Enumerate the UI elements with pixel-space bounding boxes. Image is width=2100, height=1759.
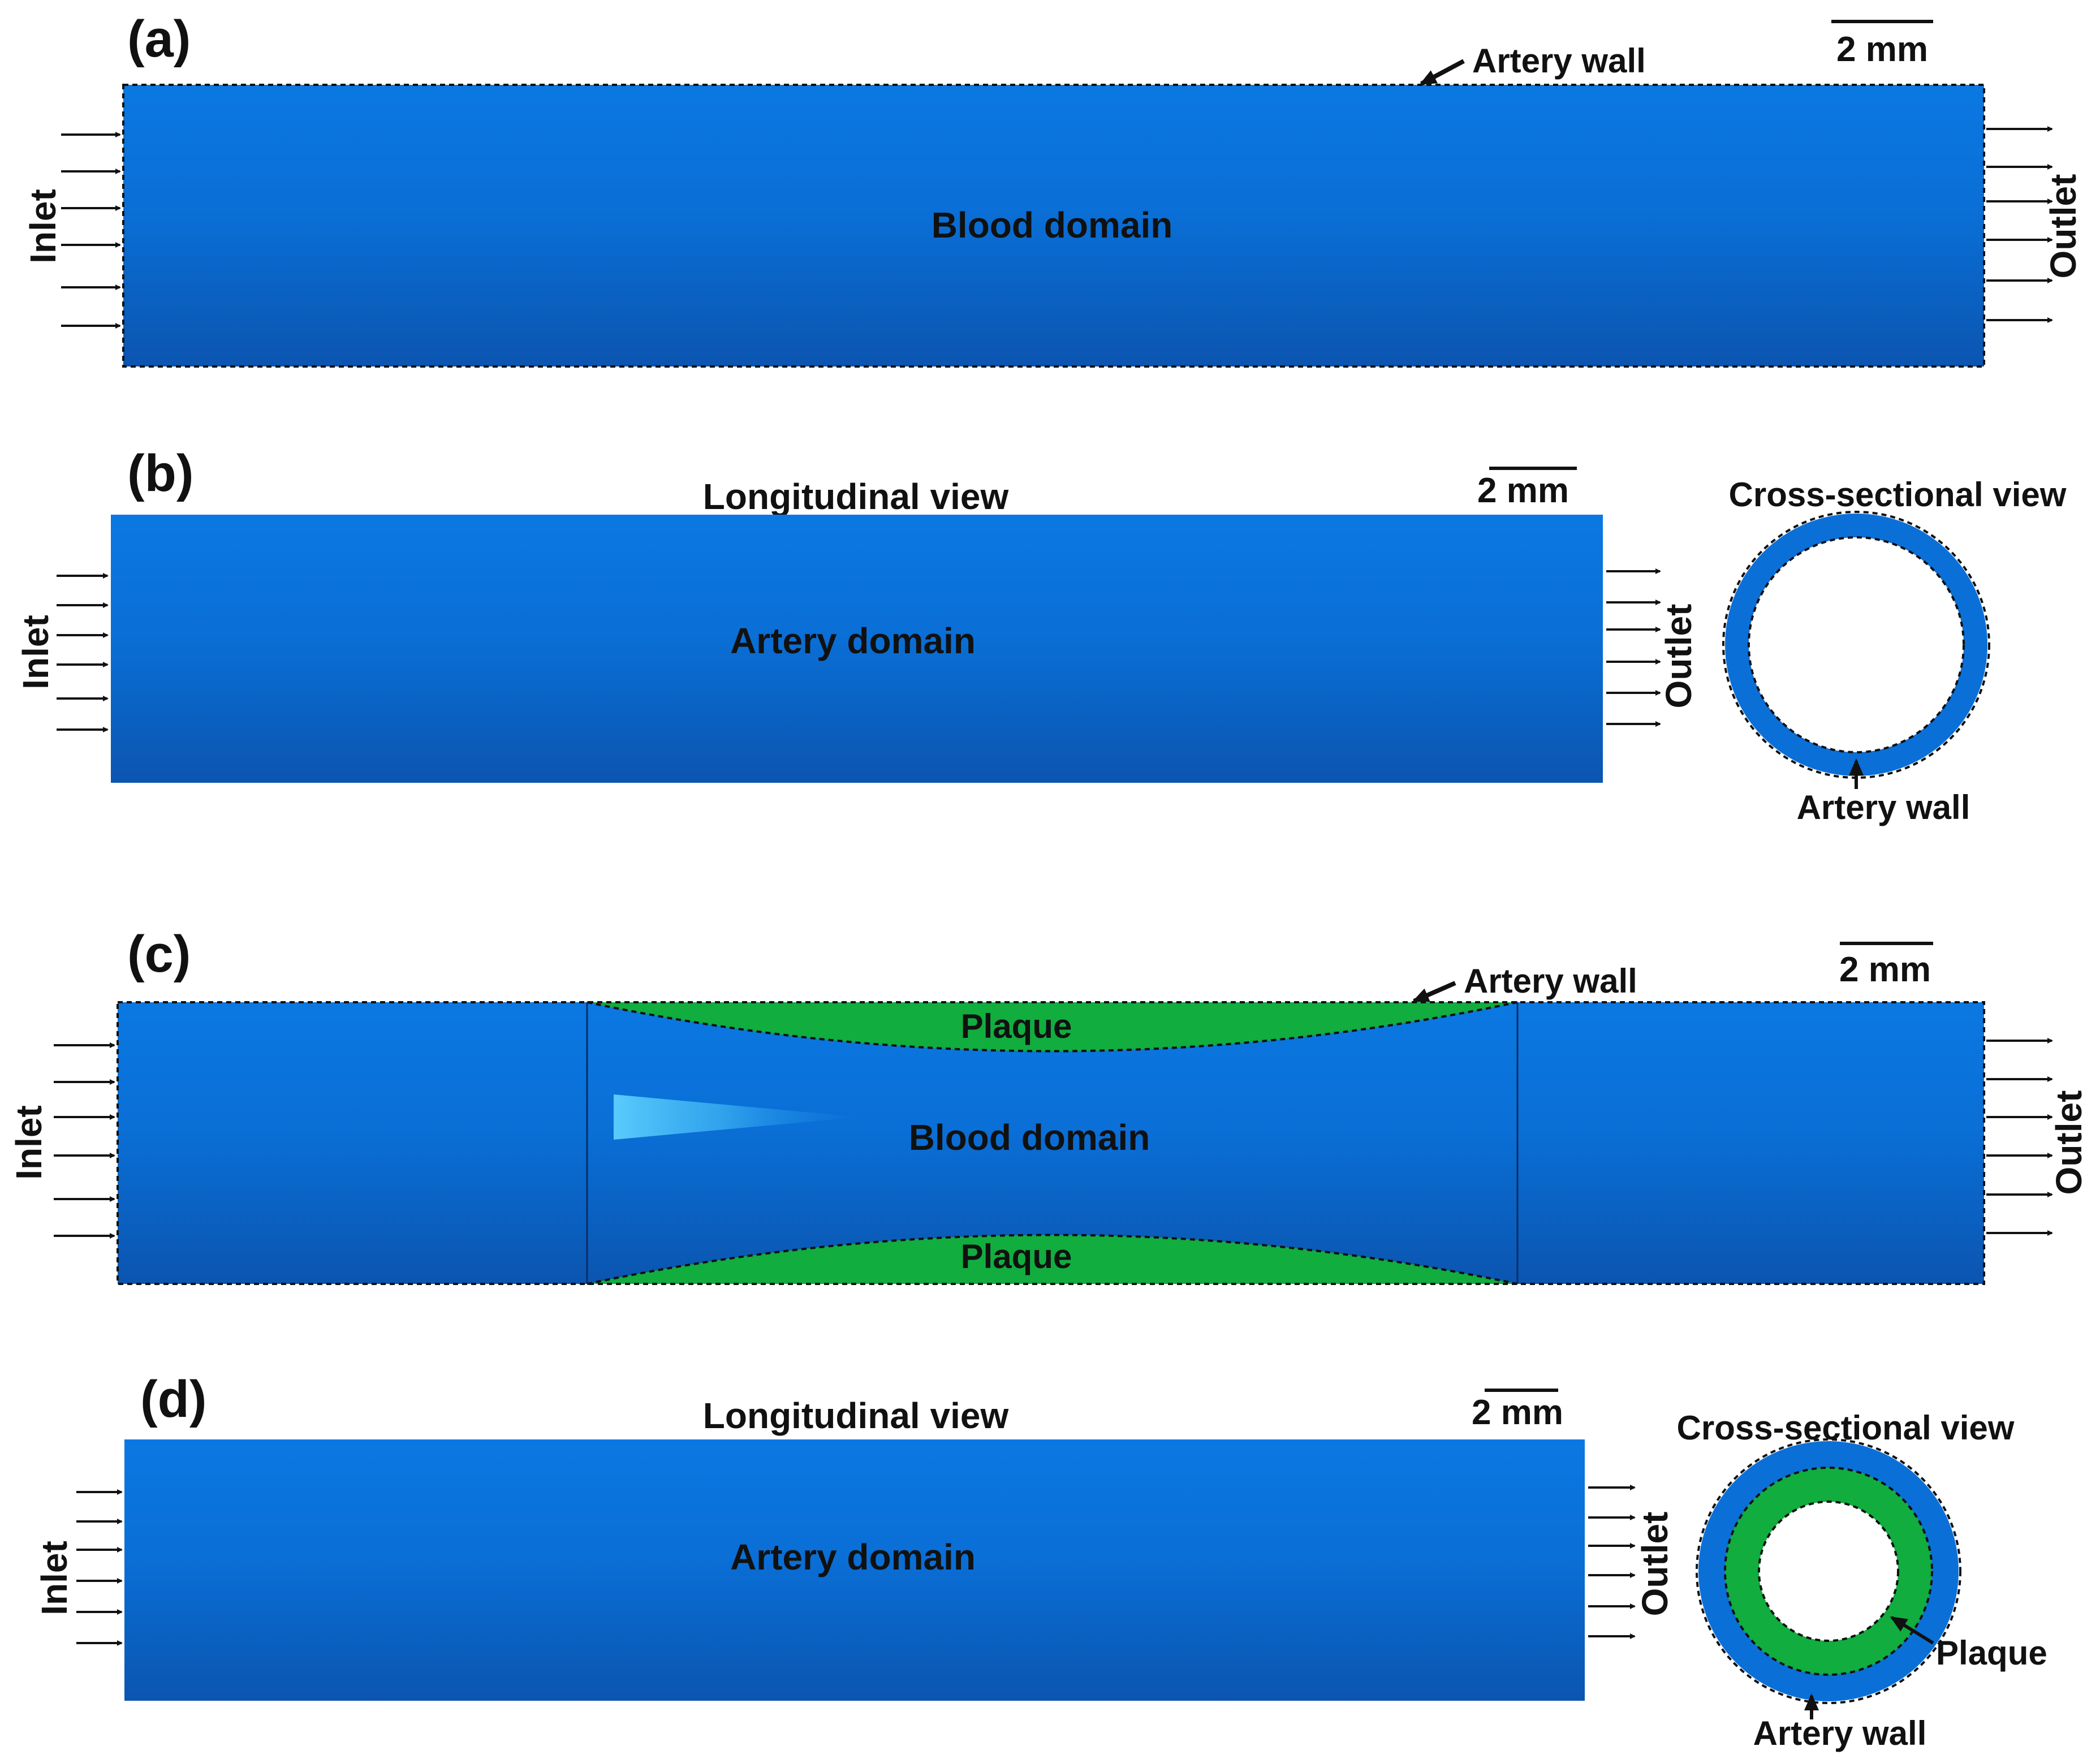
panel-b-cross-wall-label: Artery wall [1797,788,1970,826]
panel-d-cross-plaque-label: Plaque [1936,1634,2047,1672]
panel-d-view-label: Longitudinal view [703,1395,1009,1436]
panel-d-outlet-label: Outlet [1635,1512,1675,1616]
panel-b-view-label: Longitudinal view [703,476,1009,517]
panel-d-cross-section-plaque-outline [1724,1467,1933,1676]
panel-b-outlet-label: Outlet [1658,604,1699,709]
panel-b-outlet-arrows [1606,568,1661,727]
panel-c-letter: (c) [127,925,191,983]
panel-c-velocity-jet [614,1094,860,1140]
panel-d-outlet-arrows [1588,1485,1636,1639]
panel-a-artery-wall-outline [122,84,1985,368]
panel-c: (c) Plaque Blood domain Plaque 2 mm Arte… [8,925,2089,1285]
panel-d-cross-section-lumen-outline [1758,1501,1899,1642]
panel-d-cross-plaque-pointer [1890,1616,1934,1645]
panel-b: (b) Longitudinal view Artery domain 2 mm… [15,445,2067,826]
panel-a-outlet-label: Outlet [2043,174,2084,279]
panel-c-scale-label: 2 mm [1839,950,1931,989]
panel-d-cross-section-outer-outline [1696,1438,1961,1704]
panel-c-inlet-arrows [54,1042,115,1239]
panel-d-artery-domain [124,1439,1585,1701]
panel-d-scale-label: 2 mm [1472,1393,1563,1432]
panel-d-cross-wall-label: Artery wall [1753,1714,1927,1752]
panel-a-blood-domain-label: Blood domain [932,205,1173,245]
panel-a-inlet-arrows [61,132,121,329]
panel-d-letter: (d) [140,1370,206,1428]
panel-a: (a) Blood domain 2 mm Artery wall Inlet [23,10,2084,368]
panel-b-scale-label: 2 mm [1477,471,1569,510]
panel-a-artery-wall-label: Artery wall [1472,42,1646,80]
panel-a-letter: (a) [127,10,191,68]
panel-d-inlet-label: Inlet [34,1541,75,1615]
panel-c-artery-wall-outline [117,1001,1985,1285]
panel-b-cross-section-title: Cross-sectional view [1729,476,2067,514]
panel-c-artery-wall-label: Artery wall [1464,962,1637,1000]
panel-d: (d) Longitudinal view Artery domain 2 mm… [34,1370,2047,1752]
panel-b-artery-domain [111,515,1603,783]
panel-b-cross-section-inner-outline [1748,536,1965,753]
panel-b-inlet-arrows [57,573,109,732]
panel-a-scale-label: 2 mm [1836,30,1928,69]
panel-a-outlet-arrows [1986,126,2053,323]
panel-b-letter: (b) [127,445,193,502]
panel-c-blood-domain-label: Blood domain [909,1117,1150,1158]
panel-a-artery-wall-pointer [1419,59,1465,86]
panel-c-outlet-arrows [1986,1038,2053,1236]
panel-b-artery-domain-label: Artery domain [730,620,976,661]
panel-a-blood-domain [123,85,1984,367]
panel-c-inlet-label: Inlet [8,1105,49,1180]
panel-b-inlet-label: Inlet [15,615,56,689]
panel-d-cross-section-lumen [1759,1502,1898,1641]
panel-b-cross-section-lumen [1749,537,1964,752]
panel-c-outlet-label: Outlet [2049,1090,2089,1195]
panel-c-plaque-bottom-label: Plaque [961,1238,1072,1275]
panel-c-artery-wall-pointer [1412,981,1456,1003]
panel-d-inlet-arrows [76,1489,123,1646]
panel-a-inlet-label: Inlet [23,189,63,264]
panel-c-plaque-top-label: Plaque [961,1007,1072,1045]
panel-d-artery-domain-label: Artery domain [730,1537,976,1577]
